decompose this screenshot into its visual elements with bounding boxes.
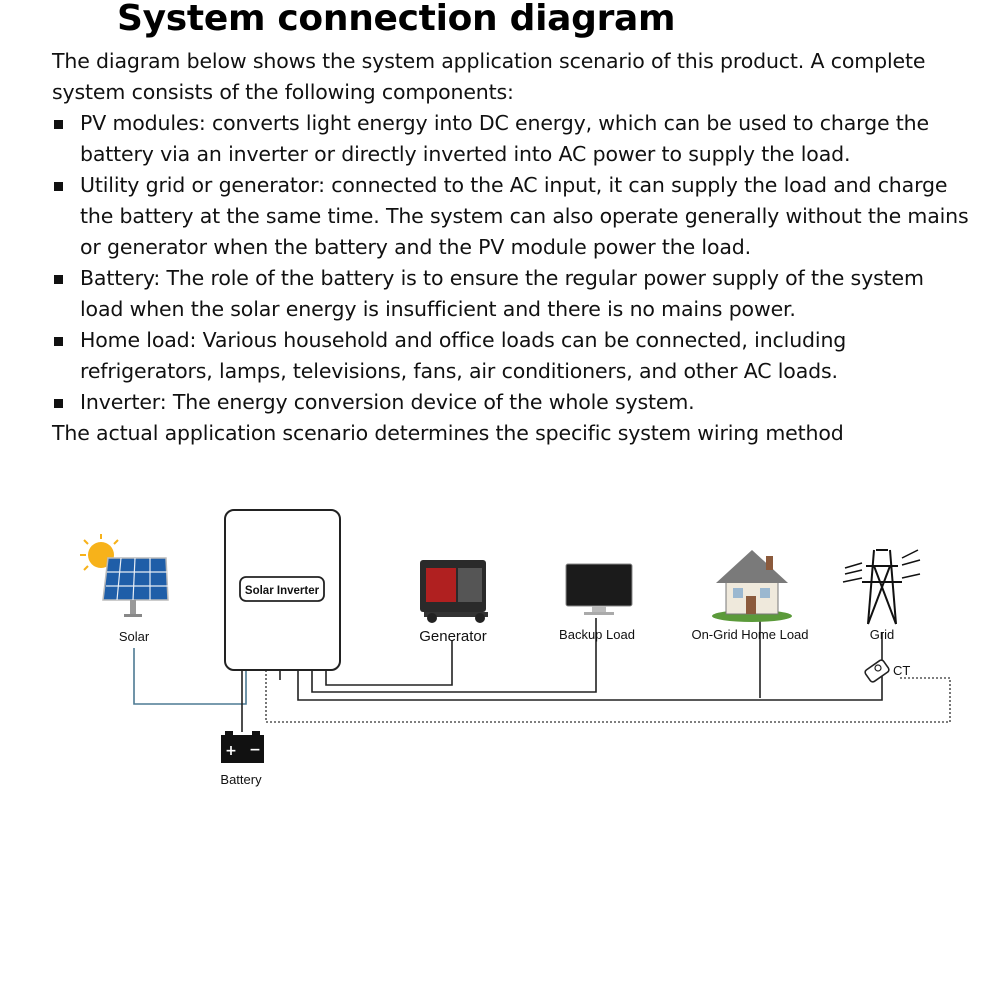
list-item-grid: Utility grid or generator: connected to … xyxy=(52,170,972,263)
battery-minus: − xyxy=(249,742,261,758)
list-item-pv: PV modules: converts light energy into D… xyxy=(52,108,972,170)
grid-wire xyxy=(297,632,883,701)
ct-wire xyxy=(265,670,951,723)
generator-wire xyxy=(325,640,453,686)
list-item-battery: Battery: The role of the battery is to e… xyxy=(52,263,972,325)
ct-label: CT xyxy=(893,663,910,678)
power-tower-icon xyxy=(842,549,921,625)
generator-icon xyxy=(420,560,488,623)
page-title: System connection diagram xyxy=(117,0,676,39)
backup-load-wire xyxy=(311,618,597,693)
outro-text: The actual application scenario determin… xyxy=(52,421,844,445)
ct-clamp-icon xyxy=(864,659,890,683)
battery-plus: + xyxy=(225,743,237,759)
intro-text: The diagram below shows the system appli… xyxy=(52,49,926,104)
home-load-label: On-Grid Home Load xyxy=(691,627,808,642)
solar-label: Solar xyxy=(119,629,150,644)
components-list: PV modules: converts light energy into D… xyxy=(52,108,972,418)
solar-panel-icon xyxy=(80,534,169,617)
solar-wire xyxy=(133,648,247,705)
battery-label: Battery xyxy=(220,772,262,787)
list-item-inverter: Inverter: The energy conversion device o… xyxy=(52,387,972,418)
system-diagram: Solar Solar Inverter Generator Backup Lo… xyxy=(80,509,951,787)
grid-label: Grid xyxy=(870,627,895,642)
battery-icon xyxy=(221,731,264,763)
inverter-icon xyxy=(224,509,341,671)
description: The diagram below shows the system appli… xyxy=(52,46,972,449)
inverter-label: Solar Inverter xyxy=(245,585,320,597)
house-icon xyxy=(712,550,792,622)
backup-load-label: Backup Load xyxy=(559,627,635,642)
list-item-home-load: Home load: Various household and office … xyxy=(52,325,972,387)
generator-label: Generator xyxy=(419,628,487,645)
monitor-icon xyxy=(565,563,633,615)
